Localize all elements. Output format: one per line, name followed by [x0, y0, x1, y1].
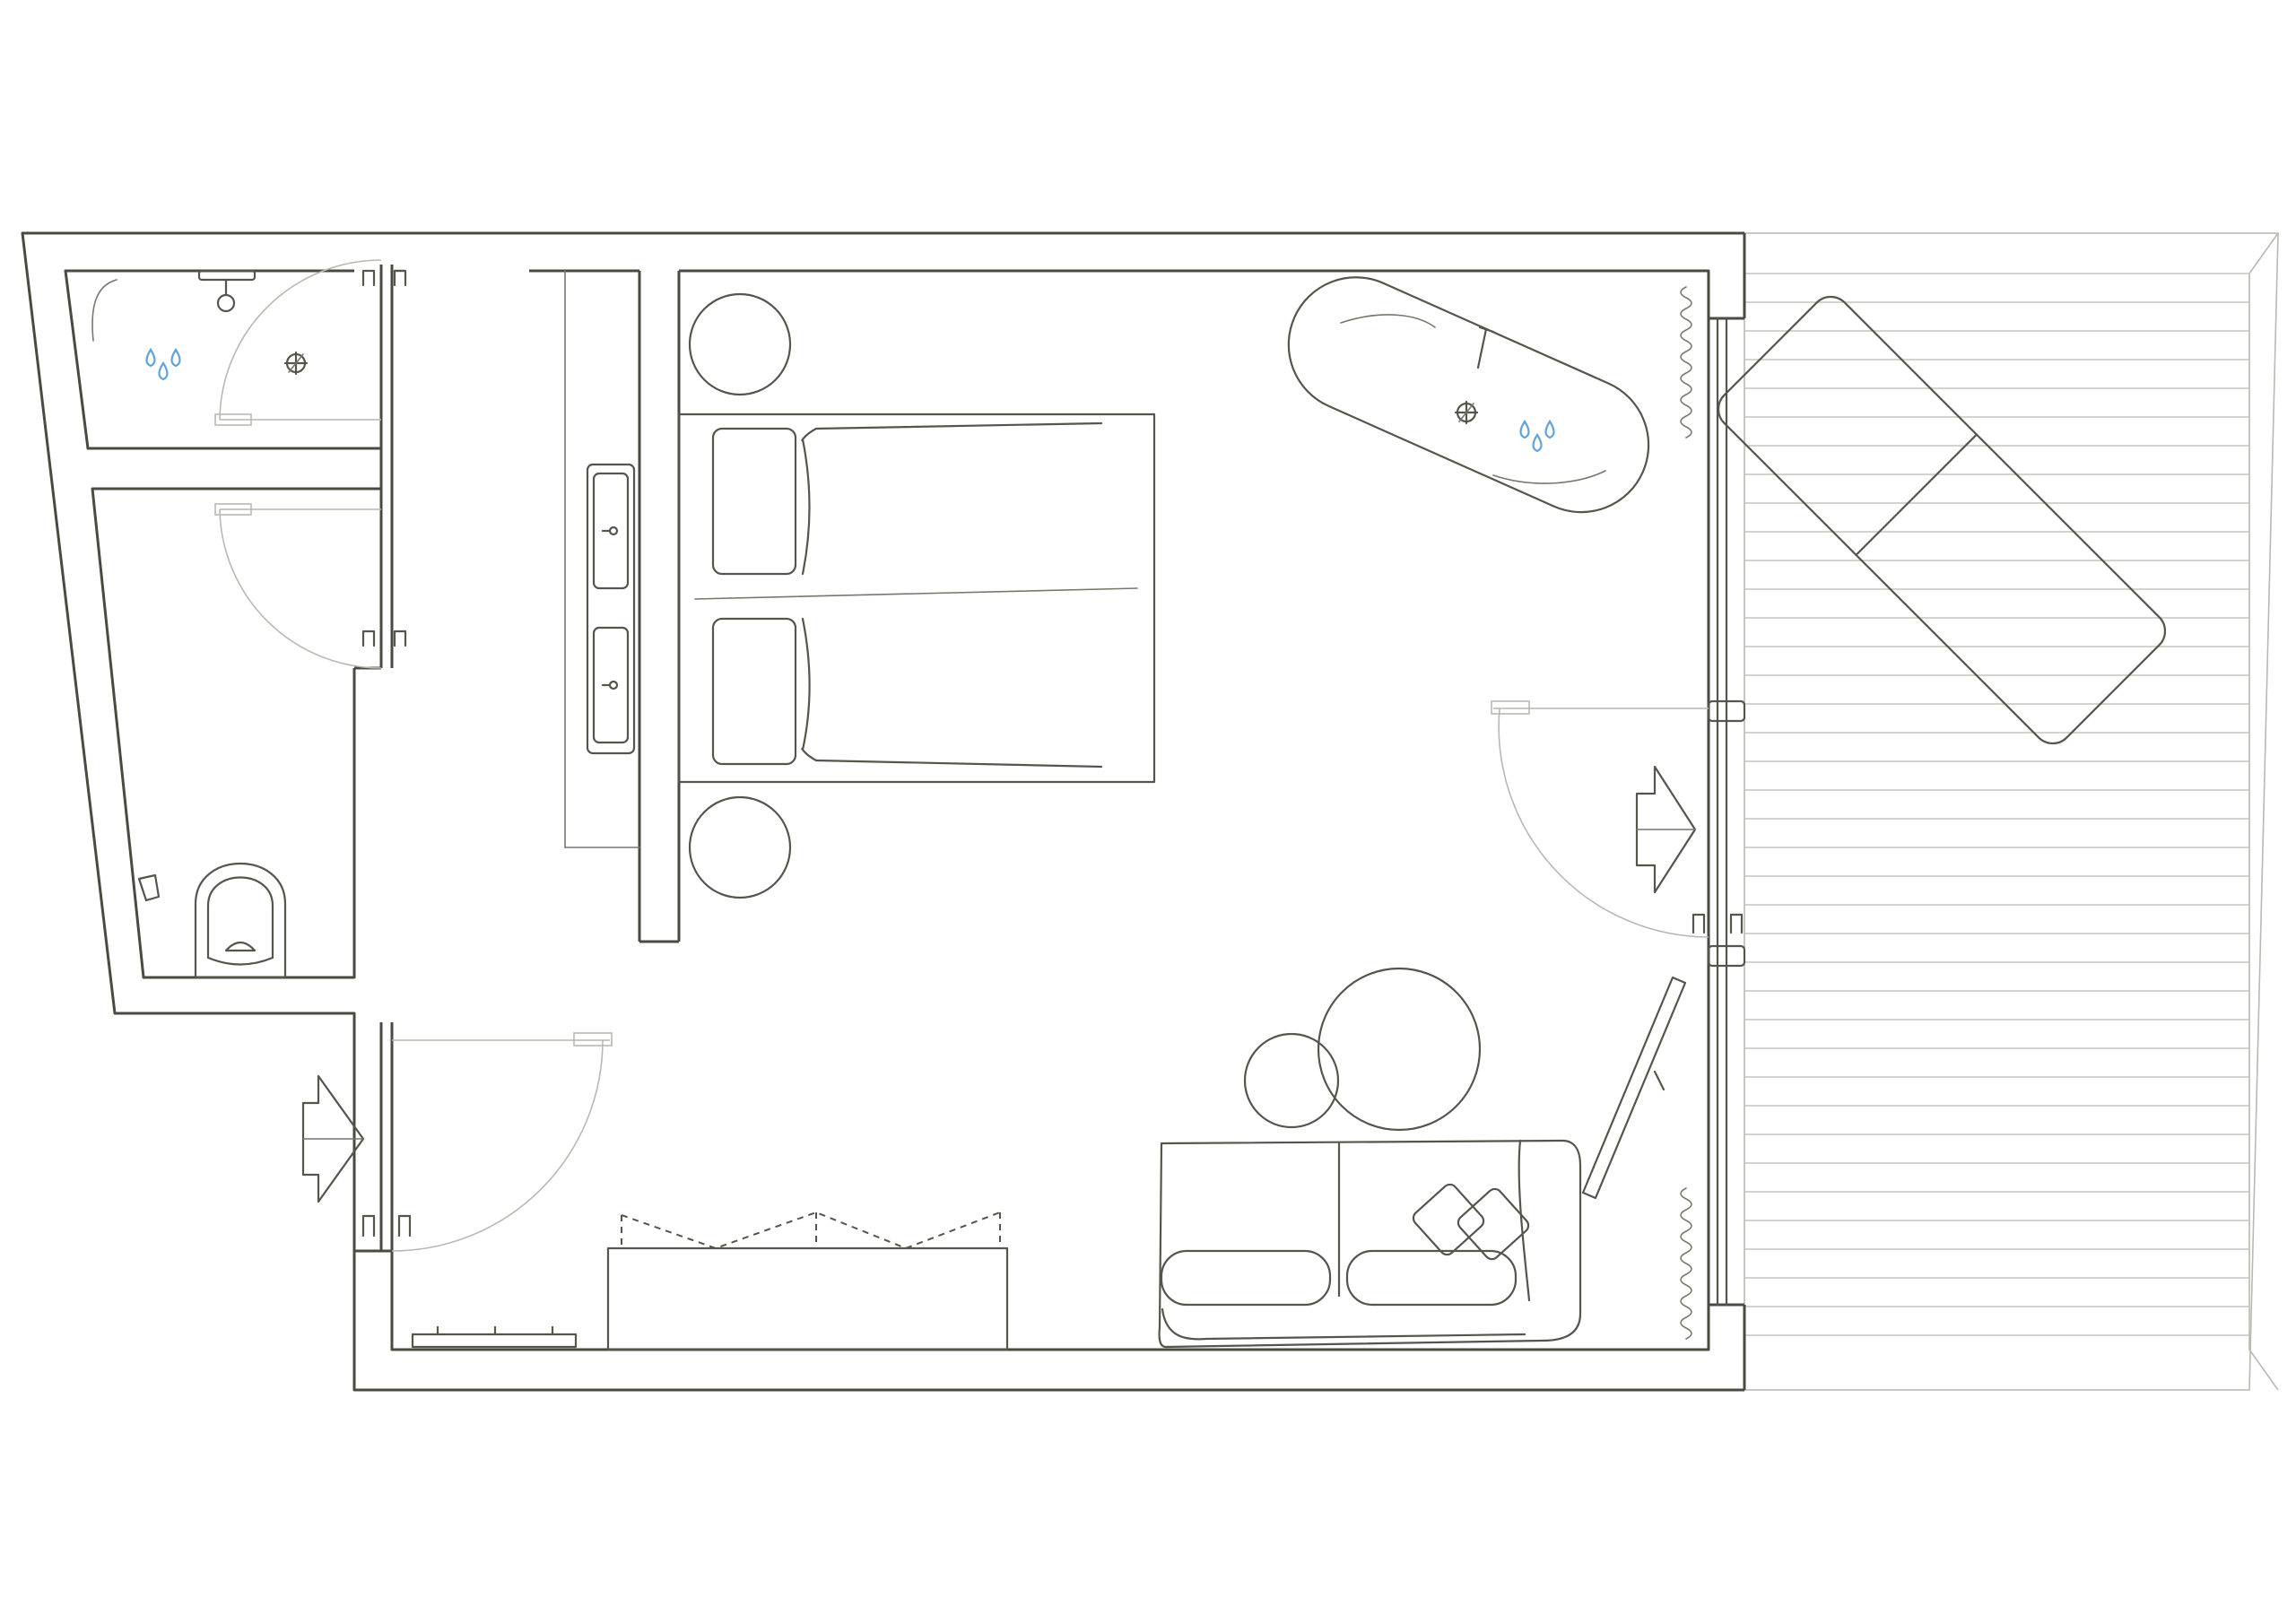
entry-door[interactable]	[361, 1032, 613, 1252]
toilet-door[interactable]	[214, 503, 407, 669]
double-vanity	[586, 463, 636, 755]
nightstand-top	[688, 292, 792, 396]
standing-mirror	[1581, 976, 1687, 1200]
bathtub	[1287, 276, 1650, 514]
terrace-door[interactable]	[1491, 700, 1744, 938]
wardrobe	[606, 1211, 1009, 1351]
water-drops-icon	[1519, 419, 1555, 453]
toilet-paper-holder	[137, 873, 161, 902]
side-table	[1243, 1032, 1340, 1129]
terrace-deck-boards	[1744, 273, 2249, 1336]
throw-pillows	[1412, 1183, 1530, 1261]
coffee-table	[1317, 967, 1482, 1132]
shower-room	[64, 265, 394, 668]
exterior-walls	[21, 231, 1746, 1392]
toilet	[194, 863, 287, 979]
tap-icon	[1454, 326, 1495, 425]
sun-lounger	[1717, 295, 2167, 745]
water-drops-icon	[145, 347, 181, 381]
sofa	[1158, 1139, 1582, 1349]
wardrobe-partition	[352, 270, 640, 1253]
toilet-room	[91, 487, 381, 979]
nightstand-bottom	[688, 795, 792, 899]
curtain-top	[1680, 286, 1692, 439]
shower-head-icon	[283, 351, 309, 376]
terrace-arrow-icon	[1635, 765, 1697, 894]
shower-door[interactable]	[214, 259, 407, 426]
curtain-bottom	[1680, 1187, 1692, 1340]
entry-arrow-icon	[301, 1074, 365, 1203]
terrace	[1744, 232, 2279, 1391]
luggage-rack	[411, 1325, 578, 1349]
double-bed	[677, 413, 1156, 784]
